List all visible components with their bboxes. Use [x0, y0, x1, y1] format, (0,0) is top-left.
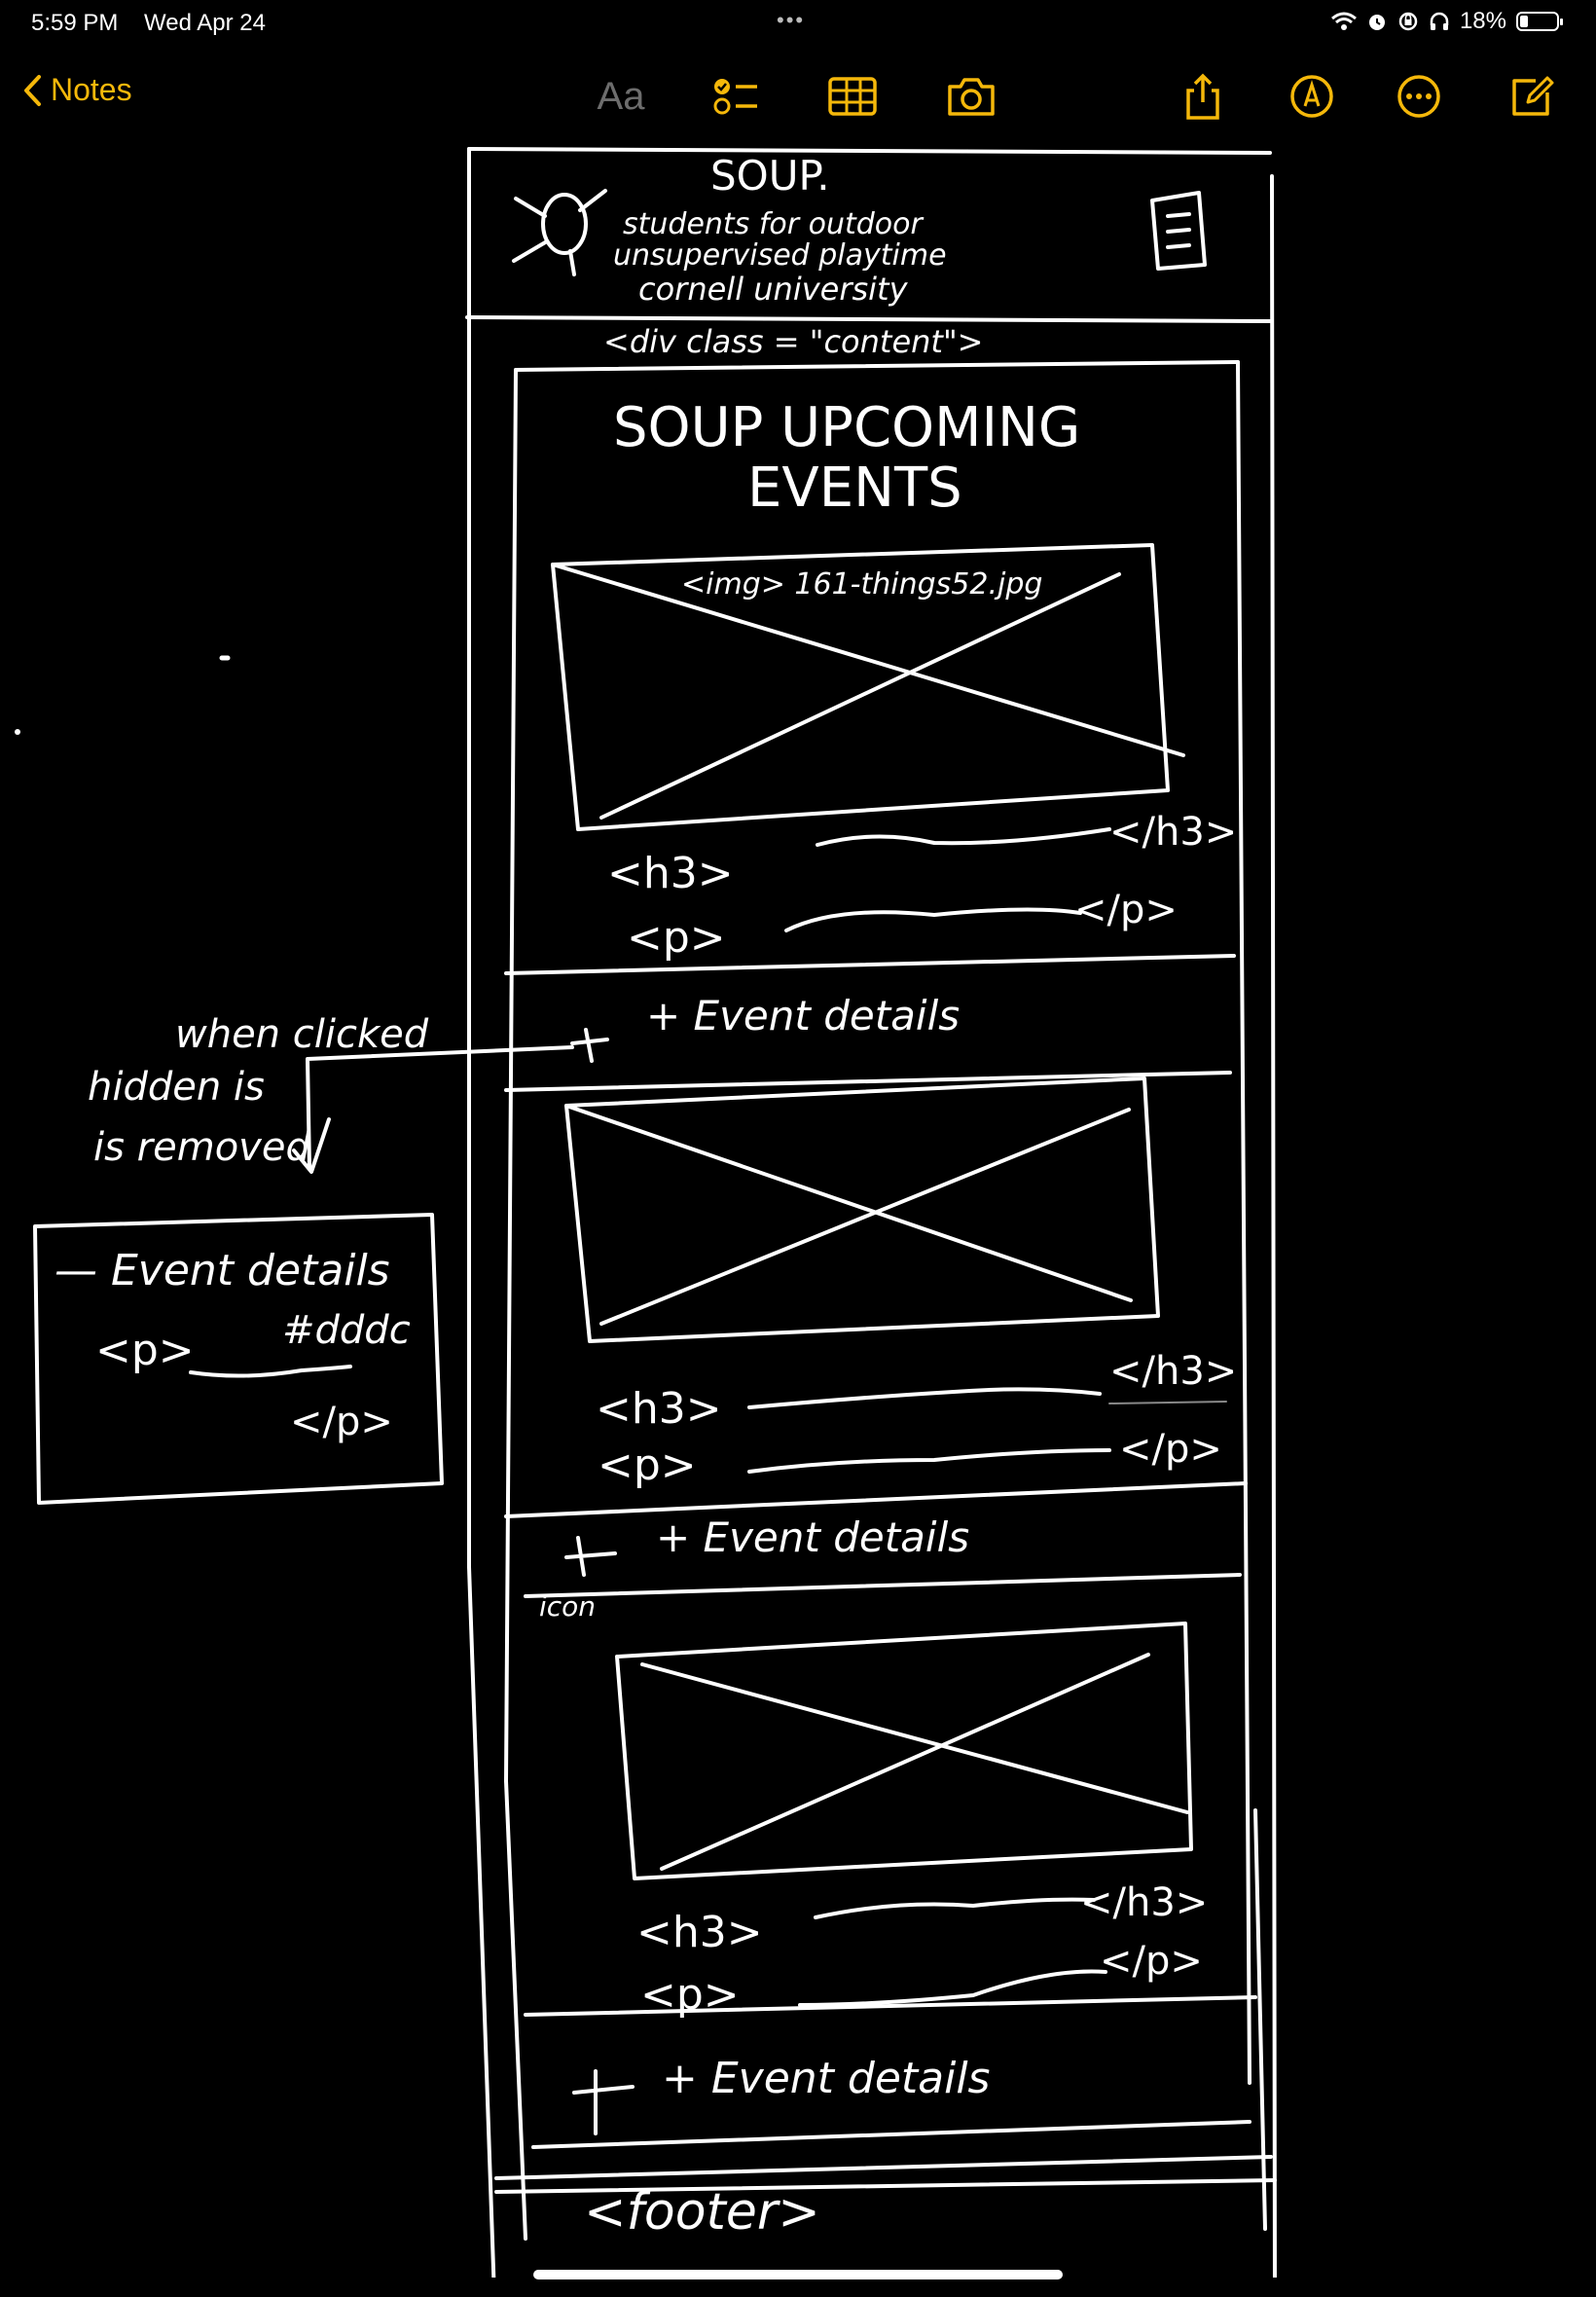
content-container [504, 360, 1267, 2241]
menu-icon [1150, 191, 1207, 271]
wireframe-outline [465, 147, 1277, 2297]
card-3-h3-close: </h3> [1080, 1880, 1208, 1925]
plus-icon [570, 1028, 609, 1063]
share-button[interactable] [1176, 72, 1230, 121]
card-2-p-open: <p> [598, 1440, 697, 1490]
card-3-details-toggle[interactable]: + Event details [494, 2054, 1277, 2194]
alarm-icon [1368, 15, 1385, 30]
text-format-button[interactable]: Aa [594, 72, 648, 121]
battery-icon [1516, 12, 1563, 31]
event-card-1: <img> 161-things52.jpg <h3> </h3> <p> </… [504, 543, 1237, 975]
expanded-details-box: — Event details <p> #dddc </p> [33, 1213, 444, 1505]
notes-toolbar: Notes Aa [0, 60, 1596, 132]
plus-icon [572, 2069, 635, 2135]
card-1-toggle-label: + Event details [646, 992, 960, 1039]
card-2-details-toggle[interactable]: + Event details icon [524, 1513, 1242, 1622]
table-button[interactable] [825, 72, 880, 121]
text-format-label: Aa [597, 74, 645, 118]
share-icon [1186, 73, 1219, 120]
checklist-button[interactable] [708, 72, 763, 121]
site-subtitle-line2: unsupervised playtime [613, 238, 947, 273]
card-1-p-close: </p> [1074, 888, 1178, 932]
event-card-3: <h3> </h3> <p> </p> [524, 1622, 1257, 2020]
battery-percent: 18% [1459, 8, 1506, 34]
expanded-box-color: #dddc [282, 1308, 411, 1353]
markup-button[interactable] [1285, 72, 1339, 121]
camera-button[interactable] [944, 72, 998, 121]
section-title-line1: SOUP UPCOMING [613, 396, 1080, 459]
sun-logo-icon [512, 189, 607, 276]
status-icons: 18% [1330, 8, 1563, 35]
status-time: 5:59 PM [31, 10, 119, 36]
compose-button[interactable] [1505, 72, 1559, 121]
card-3-h3-open: <h3> [636, 1908, 763, 1957]
card-3-p-close: </p> [1100, 1939, 1203, 1984]
back-label: Notes [51, 72, 132, 107]
footer-label: <footer> [584, 2183, 820, 2242]
card-1-h3-open: <h3> [607, 849, 734, 898]
more-button[interactable] [1392, 72, 1446, 121]
site-title: SOUP. [710, 152, 830, 200]
card-3-toggle-label: + Event details [662, 2054, 990, 2103]
annotation-line1: when clicked [175, 1012, 429, 1057]
section-title-line2: EVENTS [747, 456, 962, 520]
card-1-image-placeholder [551, 543, 1170, 831]
status-date: Wed Apr 24 [144, 10, 266, 36]
multitasking-dots[interactable]: ••• [777, 8, 806, 32]
expanded-box-label: — Event details [54, 1246, 390, 1295]
event-card-2: <h3> </h3> <p> </p> [504, 1076, 1248, 1518]
home-indicator[interactable] [533, 2270, 1063, 2279]
content-div-label: <div class = "content"> [603, 323, 983, 360]
annotation-line3: is removed [93, 1125, 310, 1170]
card-1-details-toggle[interactable]: + Event details [504, 992, 1232, 1092]
table-icon [828, 77, 877, 116]
site-subtitle-line1: students for outdoor [623, 207, 925, 241]
headphones-icon [1430, 12, 1449, 30]
chevron-left-icon [24, 74, 41, 106]
camera-icon [948, 78, 995, 116]
card-1-h3-close: </h3> [1109, 810, 1237, 855]
plus-icon [564, 1536, 617, 1577]
note-canvas[interactable]: SOUP. students for outdoor unsupervised … [0, 136, 1596, 2297]
card-2-h3-open: <h3> [596, 1384, 722, 1434]
card-2-p-close: </p> [1119, 1427, 1222, 1472]
card-1-p-open: <p> [627, 913, 726, 963]
annotation-line2: hidden is [88, 1065, 265, 1110]
back-button[interactable]: Notes [21, 72, 132, 108]
expanded-box-p-open: <p> [95, 1326, 195, 1375]
card-1-image-label: <img> 161-things52.jpg [681, 567, 1042, 602]
card-2-image-placeholder [564, 1076, 1160, 1343]
icon-note: icon [539, 1590, 596, 1622]
site-subtitle-line3: cornell university [638, 271, 909, 308]
wifi-icon [1330, 12, 1357, 30]
compose-icon [1512, 76, 1554, 116]
more-icon [1397, 75, 1440, 118]
card-3-image-placeholder [615, 1622, 1193, 1880]
expanded-box-p-close: </p> [290, 1400, 393, 1444]
card-2-toggle-label: + Event details [656, 1513, 969, 1561]
markup-icon [1290, 75, 1333, 118]
lock-rotation-icon [1398, 12, 1418, 31]
checklist-icon [713, 79, 757, 115]
annotation-arrow [292, 1045, 574, 1174]
status-bar: 5:59 PM Wed Apr 24 ••• 18% [0, 0, 1596, 47]
site-header: SOUP. students for outdoor unsupervised … [512, 152, 1207, 308]
click-annotation: when clicked hidden is is removed [15, 655, 574, 1174]
card-2-h3-close: </h3> [1109, 1349, 1237, 1394]
